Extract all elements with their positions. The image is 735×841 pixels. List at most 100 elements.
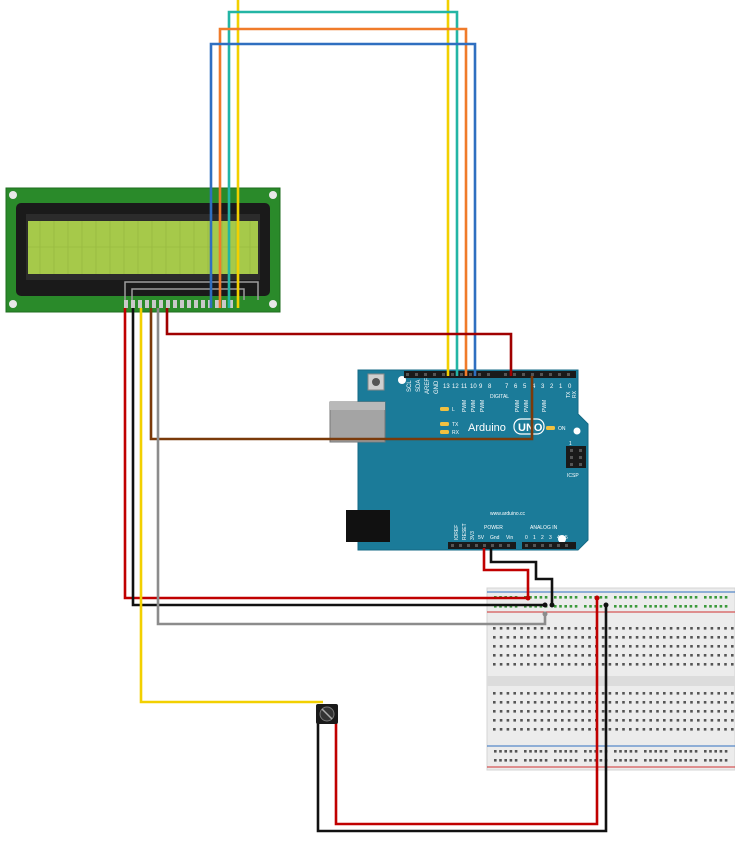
icsp-pin1-label: 1 [569, 441, 572, 447]
breadboard-hole [520, 701, 523, 704]
breadboard-hole [540, 719, 544, 722]
breadboard-hole [710, 710, 714, 713]
breadboard-hole [561, 636, 564, 639]
breadboard-hole [540, 663, 544, 666]
power-header [448, 542, 516, 549]
breadboard-hole [663, 710, 666, 713]
breadboard-hole [569, 605, 573, 608]
breadboard-hole [703, 645, 707, 648]
breadboard-hole [574, 728, 578, 731]
breadboard-hole [656, 636, 659, 639]
wire-blue [209, 42, 477, 376]
breadboard-hole [622, 701, 625, 704]
breadboard-hole [554, 627, 557, 630]
breadboard-hole [674, 605, 677, 608]
breadboard-hole [690, 692, 693, 695]
breadboard-hole [574, 719, 578, 722]
breadboard-hole [527, 627, 530, 630]
breadboard-hole [608, 719, 612, 722]
breadboard-hole [703, 654, 707, 657]
breadboard-hole [622, 627, 625, 630]
breadboard-hole [494, 750, 497, 753]
breadboard-hole [615, 701, 618, 704]
breadboard-hole [527, 728, 530, 731]
breadboard-hole [710, 719, 714, 722]
breadboard-hole [567, 728, 571, 731]
tx-pin-label: TX [566, 391, 572, 398]
wire-yellow-v0 [139, 308, 323, 704]
breadboard-hole [601, 701, 605, 704]
breadboard-hole [724, 692, 727, 695]
breadboard-hole [559, 596, 562, 599]
breadboard-hole [629, 701, 632, 704]
breadboard-hole [634, 605, 638, 608]
breadboard-hole [539, 596, 543, 599]
pin-label-11: 11 [461, 384, 468, 390]
breadboard-hole [690, 701, 693, 704]
breadboard-hole [684, 596, 687, 599]
breadboard-hole [559, 605, 562, 608]
breadboard-hole [614, 750, 617, 753]
breadboard-hole [619, 605, 622, 608]
breadboard-hole [649, 701, 652, 704]
breadboard-hole [513, 719, 516, 722]
breadboard-hole [649, 654, 652, 657]
breadboard-hole [574, 701, 578, 704]
breadboard-hole [704, 596, 707, 599]
breadboard-hole [629, 728, 632, 731]
breadboard-hole [540, 645, 544, 648]
breadboard-hole [506, 654, 510, 657]
potentiometer[interactable] [316, 704, 338, 724]
breadboard-hole [533, 654, 537, 657]
breadboard-hole [724, 627, 727, 630]
breadboard-hole [601, 627, 605, 630]
breadboard-hole [622, 692, 625, 695]
icsp-label: ICSP [567, 473, 579, 479]
breadboard-hole [710, 627, 714, 630]
breadboard-hole [710, 692, 714, 695]
pin-label-aref: AREF [425, 378, 431, 394]
breadboard-hole [539, 750, 543, 753]
breadboard-hole [704, 750, 707, 753]
breadboard-hole [731, 627, 734, 630]
breadboard-hole [581, 645, 584, 648]
breadboard-hole [684, 759, 687, 762]
breadboard-hole [683, 719, 686, 722]
breadboard-hole [506, 701, 510, 704]
breadboard-hole [676, 663, 680, 666]
breadboard-hole [656, 728, 659, 731]
breadboard-hole [499, 728, 503, 731]
breadboard-hole [649, 759, 652, 762]
breadboard-hole [731, 728, 734, 731]
breadboard-hole [601, 728, 605, 731]
breadboard-hole [622, 719, 625, 722]
breadboard-hole [669, 627, 673, 630]
tx-led-label: TX [452, 422, 459, 428]
breadboard-hole [493, 627, 496, 630]
breadboard-hole [724, 645, 727, 648]
breadboard-hole [669, 636, 673, 639]
breadboard-hole [554, 645, 557, 648]
breadboard-hole [664, 596, 668, 599]
breadboard-hole [629, 759, 633, 762]
wire-red-5v [482, 548, 530, 598]
breadboard-hole [731, 710, 734, 713]
breadboard-hole [704, 759, 707, 762]
breadboard-hole [619, 750, 622, 753]
power-pin-ioref: IOREF [454, 525, 460, 540]
breadboard-hole [717, 719, 720, 722]
breadboard-hole [669, 692, 673, 695]
breadboard-hole [717, 701, 720, 704]
breadboard-hole [663, 719, 666, 722]
wire-brown [149, 308, 534, 441]
breadboard-hole [724, 596, 728, 599]
breadboard-hole [669, 701, 673, 704]
breadboard-hole [717, 710, 720, 713]
breadboard-hole [584, 596, 587, 599]
wire-gray [156, 308, 547, 626]
breadboard-hole [513, 636, 516, 639]
breadboard-hole [499, 627, 503, 630]
breadboard-hole [629, 605, 633, 608]
breadboard-hole [710, 663, 714, 666]
